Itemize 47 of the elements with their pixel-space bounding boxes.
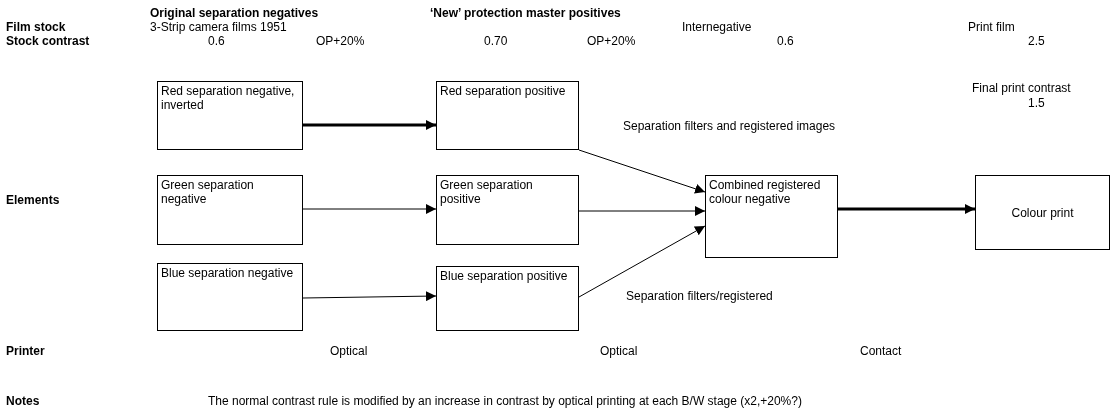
printer-type: Contact — [860, 344, 902, 358]
row-heading: Film stock — [6, 20, 66, 34]
arrow — [578, 206, 706, 216]
stock-name: Print film — [968, 20, 1015, 34]
contrast-value: 0.6 — [777, 34, 794, 48]
contrast-value: 1.5 — [1028, 96, 1045, 110]
box-text: Blue separation positive — [440, 269, 569, 283]
printer-type: Optical — [330, 344, 368, 358]
contrast-value: 0.70 — [484, 34, 508, 48]
row-heading: Notes — [6, 394, 40, 408]
contrast-value: 0.6 — [208, 34, 225, 48]
process-box — [975, 175, 1110, 250]
arrow — [303, 120, 436, 130]
stock-name: 3-Strip camera films 1951 — [150, 20, 287, 34]
process-box — [157, 263, 303, 331]
note-text: Final print contrast — [972, 81, 1071, 95]
process-box — [705, 175, 838, 258]
process-box — [436, 175, 579, 245]
row-heading: Stock contrast — [6, 34, 90, 48]
box-text: Combined registered colour negative — [709, 178, 822, 206]
arrow — [578, 149, 706, 194]
box-text: Blue separation negative — [161, 266, 295, 280]
stock-name: Internegative — [682, 20, 752, 34]
box-text: Green separation negative — [161, 178, 255, 206]
contrast-value: OP+20% — [587, 34, 636, 48]
box-text: Green separation positive — [440, 178, 534, 206]
arrow — [838, 204, 975, 214]
column-heading: ‘New’ protection master positives — [430, 6, 621, 20]
arrow — [302, 204, 437, 214]
row-heading: Printer — [6, 344, 45, 358]
box-text: Colour print — [1011, 205, 1074, 220]
box-text: Red separation positive — [440, 84, 567, 98]
process-box — [436, 266, 579, 331]
row-heading: Elements — [6, 193, 60, 207]
process-box — [157, 81, 303, 150]
arrow — [302, 291, 437, 302]
printer-type: Optical — [600, 344, 638, 358]
contrast-value: OP+20% — [316, 34, 365, 48]
contrast-value: 2.5 — [1028, 34, 1045, 48]
note-text: The normal contrast rule is modified by an increase in contrast by optical printing at each B/W stage (x2,+20%?) — [208, 394, 802, 408]
box-text: Red separation negative, inverted — [161, 84, 296, 112]
process-box — [436, 81, 579, 150]
process-box — [157, 175, 303, 245]
arrow — [578, 225, 706, 298]
column-heading: Original separation negatives — [150, 6, 319, 20]
edge-label: Separation filters/registered — [625, 289, 774, 303]
edge-label: Separation filters and registered images — [622, 119, 837, 133]
